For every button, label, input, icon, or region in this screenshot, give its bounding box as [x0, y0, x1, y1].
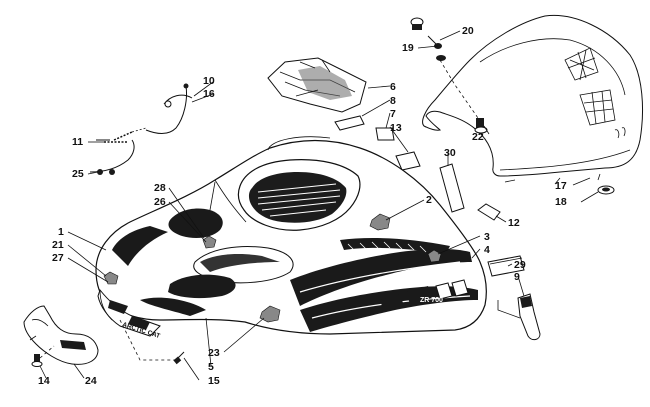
- decal-29: [487, 255, 525, 277]
- bracket-24: [23, 305, 99, 365]
- screw-14: [31, 345, 55, 367]
- windshield: [422, 14, 644, 195]
- tether-25: [89, 139, 135, 175]
- fastener-2: [369, 213, 391, 231]
- callouts: 20 19 10 16 11 25 6 8 7 13 30 22 17 18 1…: [38, 25, 567, 387]
- fastener-3: [427, 249, 442, 263]
- fastener-23: [259, 305, 281, 323]
- decal-12: [477, 203, 501, 221]
- hardware-19-20: [410, 17, 479, 119]
- washer-18: [597, 185, 615, 195]
- callout-26: 26: [154, 196, 166, 208]
- model-decal: ZR 700: [380, 279, 469, 312]
- callout-2: 2: [426, 194, 432, 206]
- tab-9: [517, 293, 541, 341]
- callout-9: 9: [514, 271, 520, 283]
- callout-27: 27: [52, 252, 64, 264]
- callout-24: 24: [85, 375, 97, 387]
- callout-7: 7: [390, 108, 396, 120]
- spring-11: [96, 127, 147, 143]
- decal-30: [439, 163, 465, 213]
- callout-6: 6: [390, 81, 396, 93]
- callout-15: 15: [208, 375, 220, 387]
- screw-15: [173, 351, 185, 365]
- callout-23: 23: [208, 347, 220, 359]
- hood: ZR 700 ARCTIC CAT: [95, 136, 487, 340]
- fastener-26: [202, 235, 217, 249]
- screw-22: [474, 118, 488, 134]
- callout-8: 8: [390, 95, 396, 107]
- decal-13: [395, 151, 421, 171]
- callout-1: 1: [58, 226, 64, 238]
- callout-25: 25: [72, 168, 84, 180]
- decal-8: [334, 115, 365, 131]
- callout-5: 5: [208, 361, 214, 373]
- leader-lines: [39, 30, 599, 381]
- callout-14: 14: [38, 375, 50, 387]
- callout-22: 22: [472, 131, 484, 143]
- fastener-21: [103, 271, 119, 285]
- callout-18: 18: [555, 196, 567, 208]
- dash-panel-6: [267, 57, 367, 113]
- callout-29: 29: [514, 259, 526, 271]
- callout-13: 13: [390, 122, 402, 134]
- callout-17: 17: [555, 180, 567, 192]
- decal-7: [375, 127, 395, 141]
- callout-12: 12: [508, 217, 520, 229]
- callout-11: 11: [72, 136, 83, 148]
- callout-20: 20: [462, 25, 474, 37]
- callout-19: 19: [402, 42, 414, 54]
- callout-28: 28: [154, 182, 166, 194]
- callout-21: 21: [52, 239, 64, 251]
- cable-10-16: [145, 83, 193, 134]
- callout-10: 10: [203, 75, 215, 87]
- callout-30: 30: [444, 147, 456, 159]
- callout-3: 3: [484, 231, 490, 243]
- model-decal-text: ZR 700: [420, 297, 443, 304]
- callout-16: 16: [203, 88, 215, 100]
- callout-4: 4: [484, 244, 490, 256]
